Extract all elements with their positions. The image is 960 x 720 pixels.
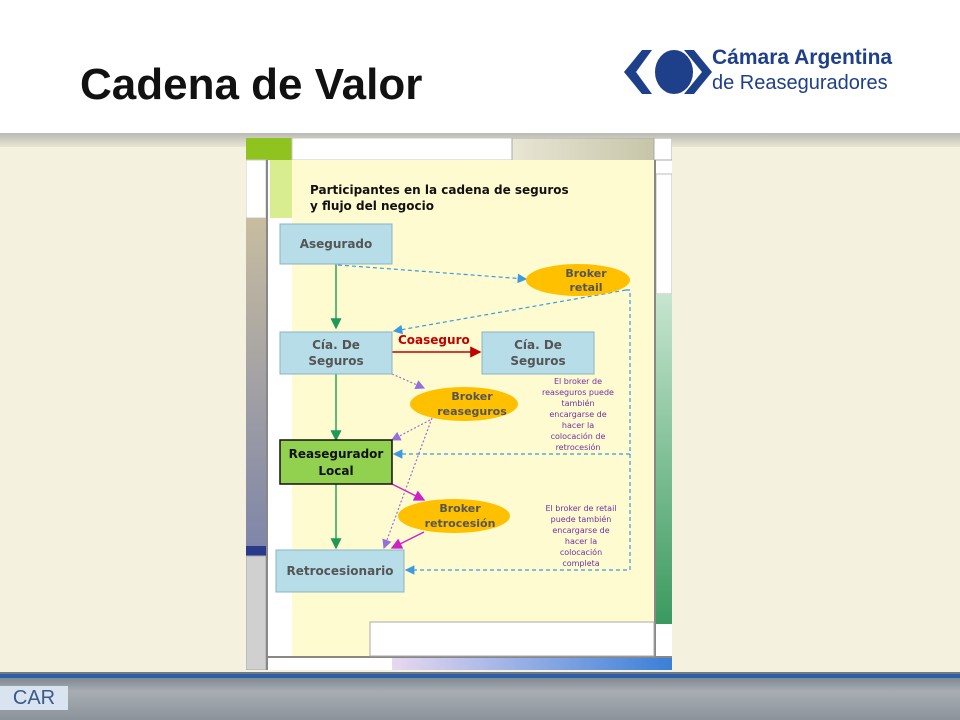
node-broker-retrocesion: Broker retrocesión bbox=[398, 499, 510, 533]
svg-text:Broker: Broker bbox=[451, 390, 493, 403]
node-cia-seguros-2: Cía. De Seguros bbox=[481, 331, 595, 375]
svg-text:reaseguros: reaseguros bbox=[437, 405, 507, 418]
node-asegurado: Asegurado bbox=[279, 223, 393, 265]
value-chain-diagram: Participantes en la cadena de seguros y … bbox=[246, 138, 672, 670]
svg-text:hacer la: hacer la bbox=[562, 421, 594, 430]
svg-text:Cía. De: Cía. De bbox=[514, 338, 562, 352]
svg-text:hacer la: hacer la bbox=[565, 537, 597, 546]
footer-accent-line bbox=[0, 674, 960, 678]
note-broker-reaseguros: El broker de reaseguros puede también en… bbox=[542, 377, 614, 452]
slide-header bbox=[0, 0, 960, 133]
svg-text:también: también bbox=[561, 398, 594, 408]
slide-title: Cadena de Valor bbox=[80, 60, 423, 109]
node-cia-seguros: Cía. De Seguros bbox=[279, 331, 393, 375]
svg-text:Seguros: Seguros bbox=[510, 354, 565, 368]
slide-footer bbox=[0, 672, 960, 720]
diagram-heading-line2: y flujo del negocio bbox=[310, 199, 434, 213]
node-broker-retail: Broker retail bbox=[526, 264, 630, 296]
svg-text:puede también: puede también bbox=[551, 514, 612, 524]
svg-text:completa: completa bbox=[562, 559, 599, 568]
svg-text:retail: retail bbox=[569, 281, 602, 294]
svg-text:colocación de: colocación de bbox=[551, 431, 606, 441]
note-broker-retail: El broker de retail puede también encarg… bbox=[545, 504, 616, 568]
logo-line1: Cámara Argentina bbox=[712, 46, 893, 69]
svg-text:retrocesión: retrocesión bbox=[425, 517, 496, 530]
svg-text:Cía. De: Cía. De bbox=[312, 338, 360, 352]
svg-text:Retrocesionario: Retrocesionario bbox=[287, 564, 394, 578]
diagram-heading-line1: Participantes en la cadena de seguros bbox=[310, 183, 569, 197]
car-logo-icon bbox=[624, 50, 712, 94]
svg-text:encargarse de: encargarse de bbox=[549, 410, 606, 419]
svg-text:Broker: Broker bbox=[565, 267, 607, 280]
logo-line2: de Reaseguradores bbox=[712, 72, 888, 94]
svg-text:El broker de retail: El broker de retail bbox=[545, 504, 616, 513]
svg-text:Local: Local bbox=[318, 464, 353, 478]
svg-text:Broker: Broker bbox=[439, 502, 481, 515]
svg-text:Reasegurador: Reasegurador bbox=[289, 447, 384, 461]
svg-text:Asegurado: Asegurado bbox=[300, 237, 373, 251]
svg-text:encargarse de: encargarse de bbox=[552, 526, 609, 535]
svg-text:colocación: colocación bbox=[560, 547, 602, 557]
svg-text:retrocesión: retrocesión bbox=[556, 442, 601, 452]
node-retrocesionario: Retrocesionario bbox=[275, 549, 405, 593]
node-broker-reaseguros: Broker reaseguros bbox=[410, 387, 518, 421]
svg-text:El broker de: El broker de bbox=[554, 377, 602, 386]
svg-text:reaseguros puede: reaseguros puede bbox=[542, 388, 614, 397]
coaseguro-label: Coaseguro bbox=[398, 333, 470, 347]
svg-text:Seguros: Seguros bbox=[308, 354, 363, 368]
node-reasegurador-local: Reasegurador Local bbox=[279, 439, 393, 485]
footer-label: CAR bbox=[0, 686, 68, 710]
